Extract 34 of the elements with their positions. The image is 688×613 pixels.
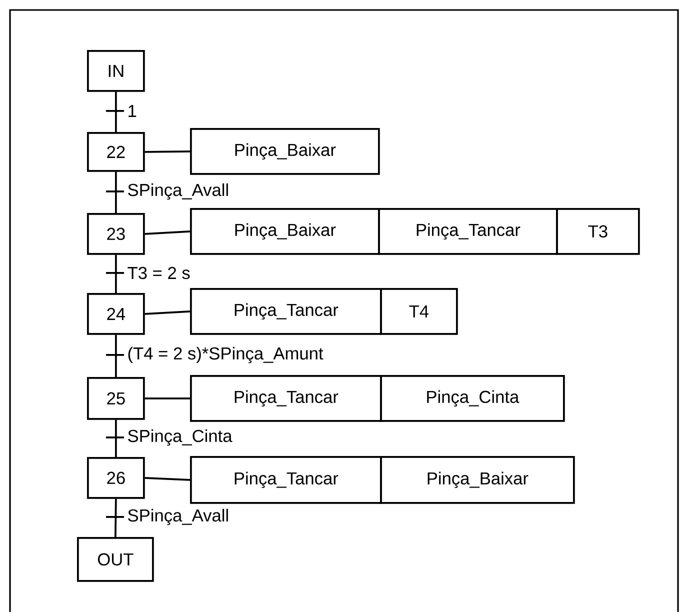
flow-line: [115, 254, 117, 293]
action-box: Pinça_Tancar: [190, 288, 382, 335]
step-box: 23: [87, 212, 145, 255]
flow-line: [115, 334, 117, 377]
step-box: IN: [87, 50, 145, 92]
step-box: OUT: [77, 536, 154, 582]
action-box: T4: [380, 288, 458, 335]
transition-label: (T4 = 2 s)*SPinça_Amunt: [128, 346, 324, 364]
transition-label: SPinça_Avall: [128, 508, 228, 526]
action-box: Pinça_Baixar: [190, 128, 380, 175]
action-link: [144, 310, 190, 315]
action-box: Pinça_Tancar: [190, 374, 382, 422]
action-box: Pinça_Baixar: [190, 208, 380, 255]
flow-line: [114, 498, 117, 537]
transition-label: T3 = 2 s: [128, 266, 190, 280]
step-box: 24: [87, 292, 145, 335]
transition-label: SPinça_Cinta: [128, 429, 232, 446]
step-box: 25: [87, 376, 145, 420]
flow-line: [115, 172, 117, 213]
step-box: 22: [87, 132, 145, 172]
action-link: [144, 397, 190, 400]
flow-line: [115, 420, 117, 457]
step-box: 26: [87, 456, 145, 499]
action-box: T3: [556, 208, 640, 255]
action-box: Pinça_Cinta: [380, 374, 565, 422]
action-link: [144, 230, 190, 235]
transition-label: 1: [128, 105, 136, 117]
action-link: [144, 476, 190, 481]
action-box: Pinça_Baixar: [380, 456, 575, 504]
flow-line: [115, 92, 117, 132]
action-box: Pinça_Tancar: [190, 456, 382, 504]
action-link: [144, 150, 190, 153]
transition-label: SPinça_Avall: [128, 183, 228, 200]
action-box: Pinça_Tancar: [378, 208, 558, 255]
